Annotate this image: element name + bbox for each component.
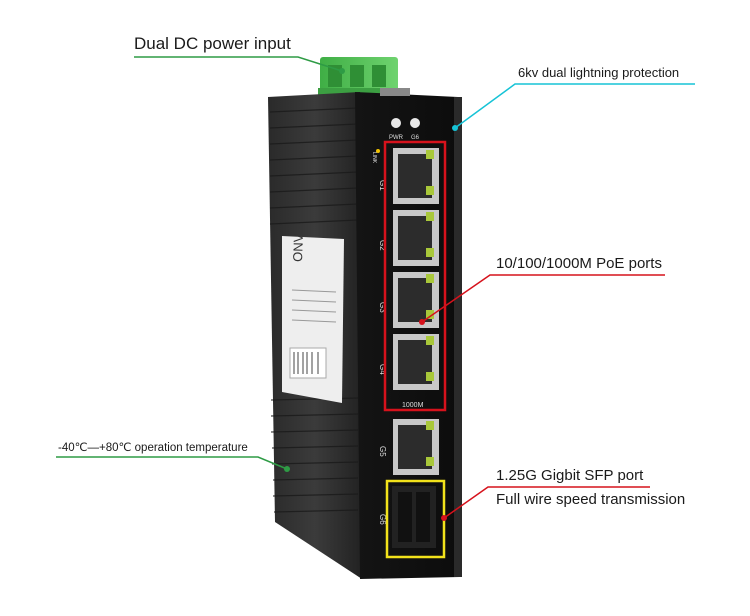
sfp-port [392,486,436,548]
port-label-g5: G5 [378,446,387,457]
temperature-callout-line [56,456,288,470]
rj45-port-g4 [393,334,439,390]
pwr-label: PWR [389,135,404,141]
rj45-port-g5 [393,419,439,475]
sticker-logo: ONV [290,233,306,262]
lightning-callout-line [454,83,695,129]
port-label-g6: G6 [378,514,387,525]
power-callout-line [134,56,343,72]
lightning-protection-label: 6kv dual lightning protection [518,65,680,80]
wire-speed-label: Full wire speed transmission [496,491,686,508]
temperature-label: -40℃—+80℃ operation temperature [58,442,248,454]
poe-callout-line [421,274,665,323]
rj45-port-g1 [393,148,439,204]
port-label-g2: G2 [378,240,387,251]
poe-ports-highlight [383,140,447,412]
g6-led [410,118,420,128]
spec-sticker: ONV [282,233,344,403]
power-input-label: Dual DC power input [134,34,291,53]
link-label: LINK [371,152,377,164]
port-label-g3: G3 [378,302,387,313]
sfp-callout-line [443,486,650,519]
sfp-port-label: 1.25G Gigbit SFP port [496,467,644,484]
poe-ports-label: 10/100/1000M PoE ports [496,255,662,272]
pwr-led [391,118,401,128]
rj45-port-g3 [393,272,439,328]
speed-label: 1000M [402,402,424,409]
g6-label: G6 [411,135,420,141]
switch-side-panel: ONV [268,92,362,579]
port-label-g4: G4 [378,364,387,375]
switch-front-panel: PWR G6 [355,88,462,579]
rj45-port-g2 [393,210,439,266]
port-label-g1: G1 [378,180,387,191]
